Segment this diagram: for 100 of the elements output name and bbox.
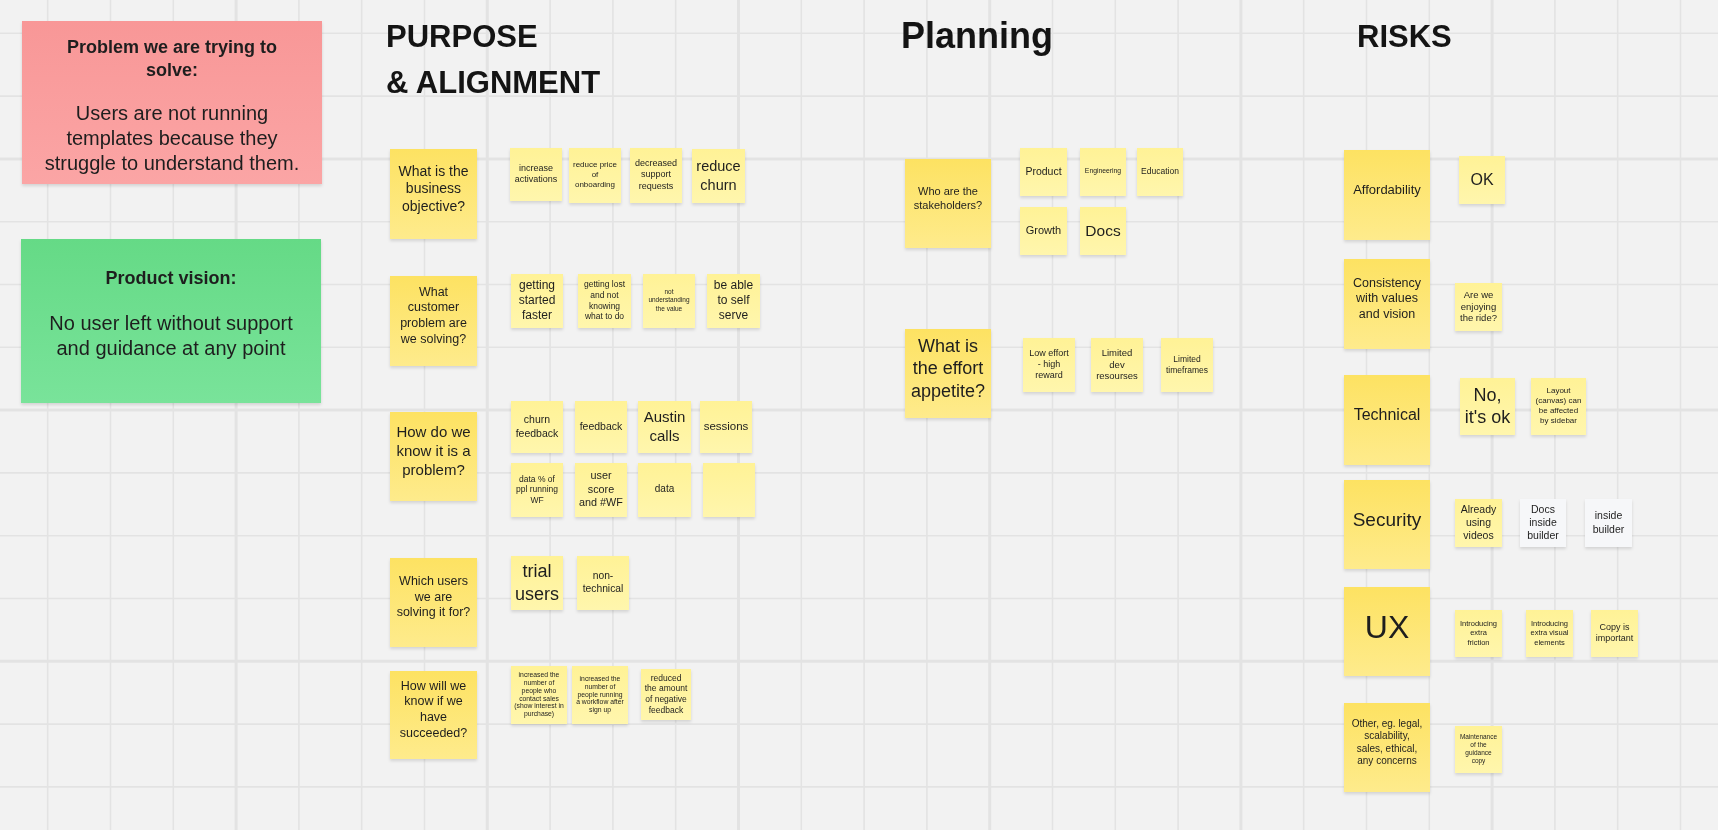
note-text: Layout (canvas) can be affected by sidebar	[1535, 386, 1582, 426]
sticky-note	[1520, 499, 1566, 547]
sticky-note	[905, 329, 991, 418]
sticky-note	[1080, 148, 1126, 196]
sticky-note	[1344, 375, 1430, 465]
sticky-note	[1020, 148, 1067, 196]
note-text: Docs	[1085, 220, 1121, 241]
note-text: trial users	[514, 560, 560, 605]
note-text: non-technical	[581, 569, 625, 596]
note-text: How do we know it is a problem?	[395, 423, 472, 480]
sticky-note	[390, 671, 477, 759]
sticky-note	[1460, 378, 1515, 435]
note-text: decreased support requests	[634, 158, 678, 192]
card-body: Users are not running templates because they struggle to understand them.	[44, 101, 300, 176]
column-heading: Planning	[901, 14, 1053, 58]
sticky-note	[572, 666, 628, 724]
card-heading: Problem we are trying to solve:	[65, 36, 279, 81]
note-text: Who are the stakeholders?	[912, 184, 984, 213]
note-text: be able to self serve	[712, 278, 755, 323]
sticky-note	[1344, 587, 1430, 676]
sticky-note	[1459, 156, 1505, 204]
note-text: feedback	[579, 419, 623, 434]
sticky-note	[511, 401, 563, 453]
sticky-note	[1137, 148, 1183, 196]
note-text: user score and #WF	[578, 469, 624, 510]
sticky-note	[1344, 259, 1430, 349]
sticky-note	[511, 274, 563, 328]
sticky-note	[638, 401, 691, 453]
note-text: OK	[1470, 169, 1494, 190]
note-text: What is the business objective?	[397, 162, 470, 216]
sticky-note	[1344, 480, 1430, 569]
sticky-note	[1344, 150, 1430, 240]
note-card	[21, 239, 321, 403]
note-text: getting started faster	[517, 278, 557, 323]
note-text: Technical	[1353, 405, 1421, 425]
column-heading: PURPOSE & ALIGNMENT	[386, 18, 601, 102]
note-text: Other, eg. legal, scalability, sales, ethical, any concerns	[1350, 717, 1424, 768]
sticky-note	[390, 276, 477, 366]
sticky-note	[390, 558, 477, 647]
note-text: reduce churn	[695, 157, 742, 194]
sticky-note	[510, 148, 562, 201]
sticky-note	[1531, 378, 1586, 435]
sticky-note	[1161, 338, 1213, 392]
note-text: What is the effort appetite?	[909, 334, 987, 403]
note-card	[22, 21, 322, 184]
column-heading: RISKS	[1357, 18, 1452, 56]
sticky-note	[390, 412, 477, 501]
note-text: Growth	[1025, 223, 1062, 238]
note-text: Are we enjoying the ride?	[1459, 288, 1498, 325]
sticky-note	[638, 463, 691, 517]
card-heading: Product vision:	[105, 267, 237, 290]
note-text: No, it's ok	[1463, 383, 1512, 429]
sticky-note	[1091, 338, 1143, 392]
note-text: Security	[1352, 507, 1422, 532]
note-text: Low effort - high reward	[1028, 347, 1070, 382]
sticky-note	[511, 463, 563, 517]
note-text: churn feedback	[514, 413, 560, 440]
sticky-note	[575, 401, 627, 453]
note-text: Affordability	[1353, 181, 1421, 199]
note-text: Consistency with values and vision	[1351, 275, 1423, 323]
sticky-note	[390, 149, 477, 239]
note-text: UX	[1364, 607, 1410, 647]
sticky-note	[577, 556, 629, 610]
note-text: Education	[1141, 166, 1179, 177]
sticky-note	[700, 401, 752, 453]
note-text: How will we know if we have succeeded?	[398, 678, 469, 742]
sticky-note	[643, 274, 695, 328]
sticky-note	[692, 149, 745, 203]
sticky-note	[1455, 610, 1502, 657]
note-text: Docs inside builder	[1526, 502, 1560, 543]
note-text: increase activations	[513, 162, 559, 186]
sticky-note	[511, 666, 567, 724]
note-text: Limited dev resourses	[1095, 346, 1139, 383]
note-text: reduce price of onboarding	[572, 160, 618, 190]
note-text: What customer problem are we solving?	[399, 284, 468, 348]
sticky-note	[578, 274, 631, 328]
note-text: Already using videos	[1459, 502, 1498, 543]
sticky-note	[630, 148, 682, 203]
note-text: Which users we are solving it for?	[395, 574, 472, 621]
sticky-note	[1455, 283, 1502, 331]
sticky-note	[1591, 610, 1638, 657]
note-text: sessions	[703, 419, 749, 434]
sticky-note	[1080, 207, 1126, 255]
note-text: Copy is important	[1594, 621, 1635, 645]
sticky-note	[1023, 338, 1075, 392]
sticky-note	[1526, 610, 1573, 657]
note-text: getting lost and not knowing what to do	[582, 279, 627, 322]
note-text: inside builder	[1591, 509, 1626, 536]
sticky-note	[1455, 726, 1502, 773]
sticky-note	[703, 463, 755, 517]
sticky-note	[1344, 703, 1430, 792]
note-text: data % of ppl running WF	[514, 473, 560, 506]
note-text: Austin calls	[642, 407, 687, 446]
note-text: Product	[1025, 164, 1062, 179]
sticky-note	[905, 159, 991, 248]
sticky-note	[1020, 207, 1067, 255]
sticky-note	[575, 463, 627, 517]
sticky-note	[569, 148, 621, 203]
note-text: data	[654, 483, 675, 496]
sticky-note	[1585, 499, 1632, 547]
